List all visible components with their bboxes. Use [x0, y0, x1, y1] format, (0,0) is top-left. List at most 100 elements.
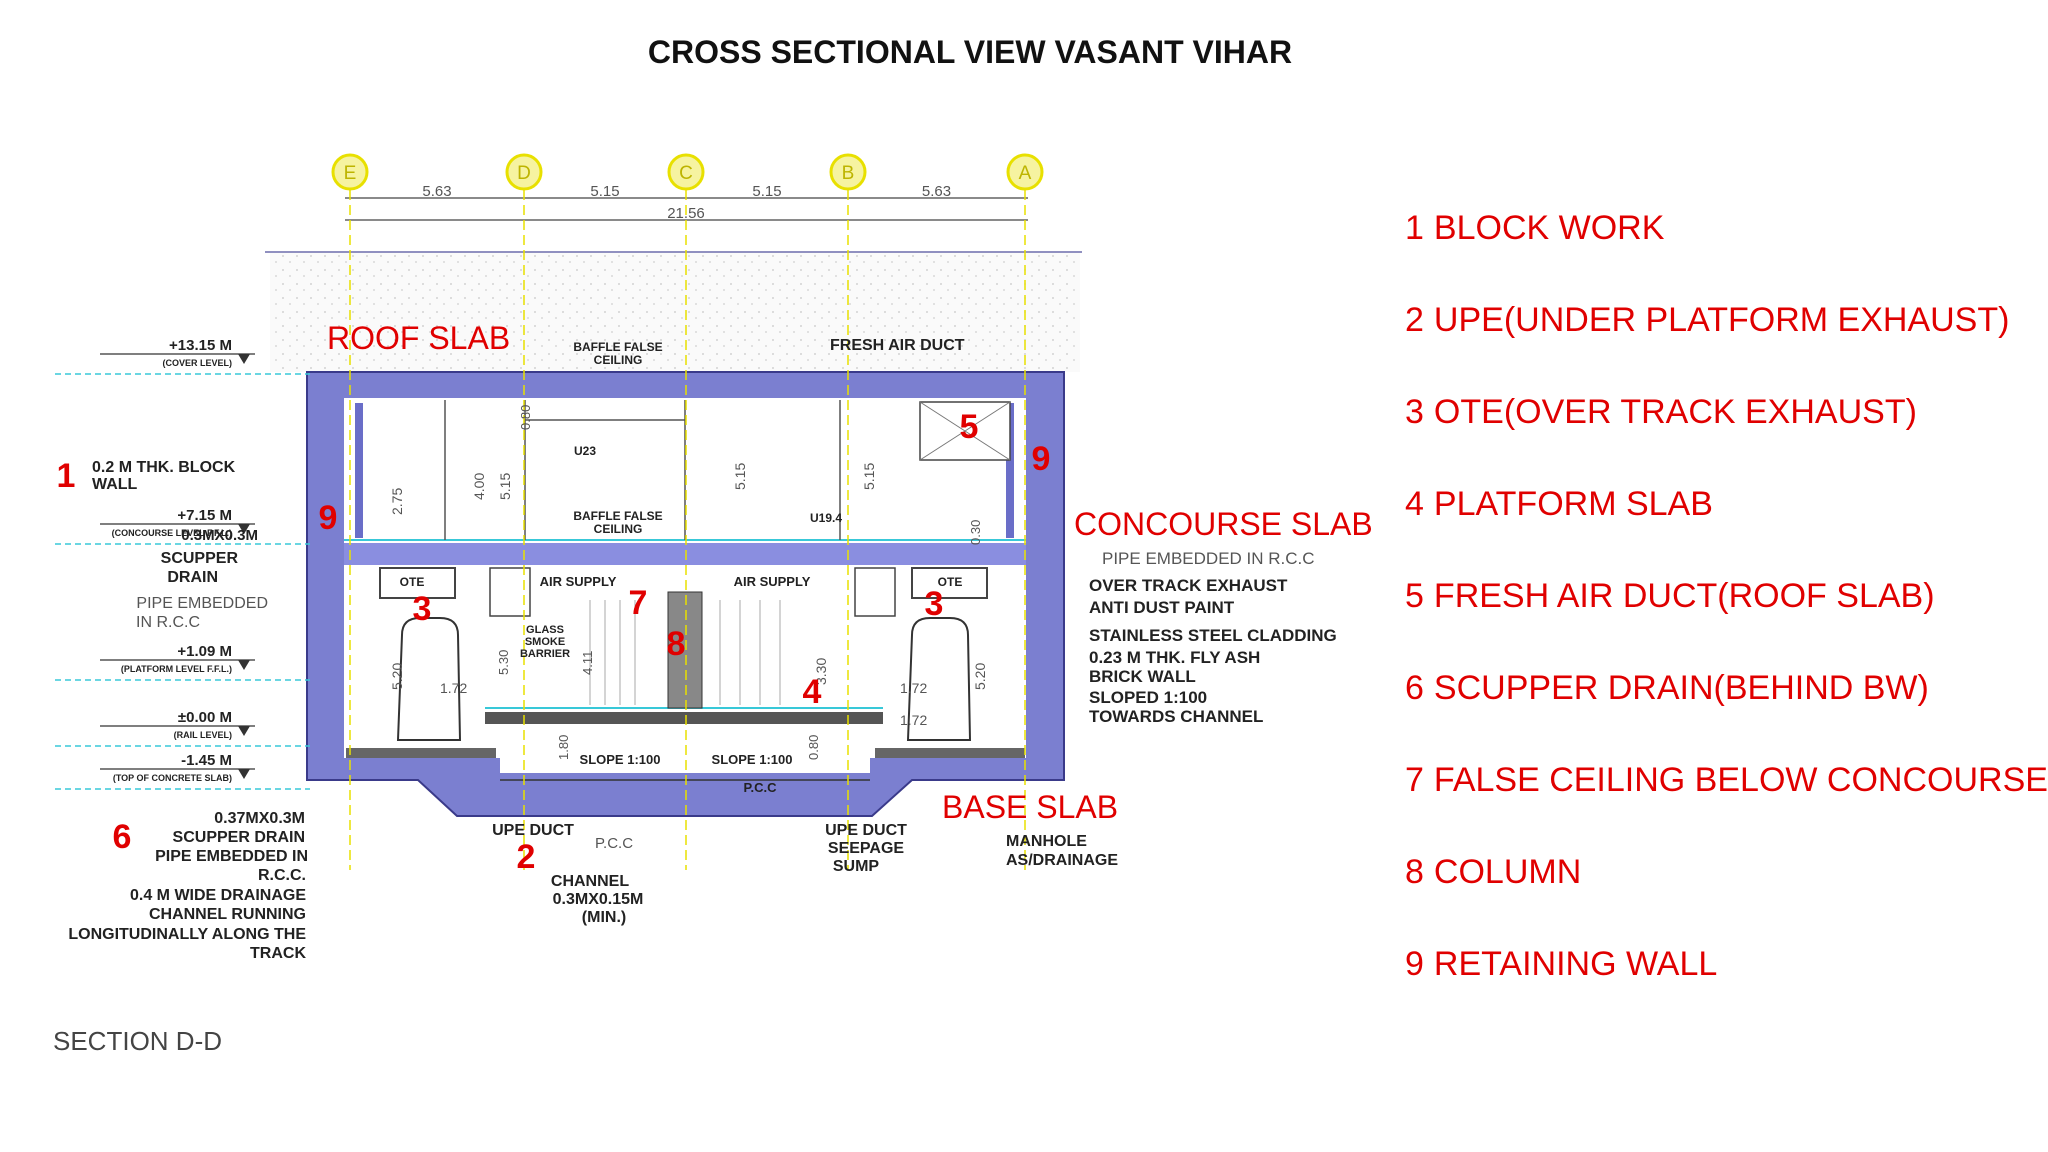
level-value: +13.15 M	[169, 337, 232, 354]
marker-number: 8	[667, 625, 686, 663]
page-title: CROSS SECTIONAL VIEW VASANT VIHAR	[647, 34, 1293, 70]
manhole-1: MANHOLE	[1006, 833, 1087, 850]
level-note: (CONCOURSE LEVEL F.F.L.)	[112, 528, 232, 538]
column	[667, 591, 703, 709]
level-triangle	[238, 660, 250, 670]
channel-2: 0.3MX0.15M	[553, 891, 644, 908]
station-structure	[306, 371, 1065, 817]
manhole-2: AS/DRAINAGE	[1006, 852, 1118, 869]
level-triangle	[238, 769, 250, 779]
dim-0-80: 0.80	[806, 735, 821, 760]
scupper-top-2: SCUPPER	[161, 550, 239, 567]
legend-number: 6	[1405, 669, 1424, 707]
right-note: SLOPED 1:100	[1089, 688, 1207, 707]
roof-slab-label: ROOF SLAB	[327, 320, 510, 356]
ote-box-right	[911, 567, 988, 599]
marker-number: 3	[413, 590, 432, 628]
level-triangle	[238, 726, 250, 736]
legend-text: OTE(OVER TRACK EXHAUST)	[1433, 393, 1917, 431]
channel-3: (MIN.)	[582, 909, 626, 926]
level-value: +7.15 M	[177, 507, 232, 524]
block-wall-2: WALL	[92, 476, 138, 493]
base-slab-label: BASE SLAB	[942, 789, 1118, 825]
ote-right-label: OTE	[938, 575, 963, 589]
legend-text: UPE(UNDER PLATFORM EXHAUST)	[1433, 301, 2010, 339]
legend-number: 7	[1405, 761, 1424, 799]
grid-axis-label: D	[517, 163, 531, 184]
upe-duct-left: UPE DUCT	[492, 822, 574, 839]
drainage-2: CHANNEL RUNNING	[149, 906, 306, 923]
right-note: STAINLESS STEEL CLADDING	[1089, 626, 1337, 645]
grid-axis-label: A	[1019, 163, 1032, 184]
dim-5-30: 5.30	[496, 650, 511, 675]
seepage-1: SEEPAGE	[828, 840, 905, 857]
grid-bubble	[1006, 153, 1044, 191]
baffle-bot-2: CEILING	[594, 522, 643, 536]
grid-span-dim: 5.15	[590, 183, 619, 200]
grid-axis-label: C	[679, 163, 693, 184]
dim-5-15-a: 5.15	[497, 473, 513, 500]
inner-dims: 2.75 4.00 5.15 5.15 5.15 3.30 5.20 5.20 …	[389, 405, 988, 760]
right-note: TOWARDS CHANNEL	[1089, 707, 1263, 726]
marker-number: 5	[960, 408, 979, 446]
pipe-right: PIPE EMBEDDED IN R.C.C	[1102, 549, 1315, 568]
dim-0-30: 0.30	[968, 520, 983, 545]
air-supply-right	[854, 567, 896, 617]
channel-1: CHANNEL	[551, 873, 629, 890]
dim-1-80: 1.80	[556, 735, 571, 760]
baffle-top-1: BAFFLE FALSE	[573, 340, 662, 354]
section-label: SECTION D-D	[53, 1026, 222, 1056]
marker-number: 4	[803, 673, 822, 711]
scupper-bot-4: R.C.C.	[258, 867, 306, 884]
duct-cross-2	[919, 401, 1011, 461]
dim-5-20-b: 5.20	[972, 663, 988, 690]
legend-number: 1	[1405, 209, 1424, 247]
soil-fill	[270, 252, 1080, 372]
dim-5-15-c: 5.15	[861, 463, 877, 490]
u23-label: U23	[574, 444, 596, 458]
marker-number: 6	[113, 818, 132, 856]
left-notes: 0.2 M THK. BLOCK WALL 0.3MX0.3M SCUPPER …	[68, 459, 308, 962]
block-wall-right	[1006, 403, 1014, 538]
stair-lines	[589, 600, 781, 705]
right-note: 0.23 M THK. FLY ASH	[1089, 648, 1260, 667]
level-note: (TOP OF CONCRETE SLAB)	[113, 773, 232, 783]
trackbed-left	[346, 748, 496, 758]
block-wall-left	[355, 403, 363, 538]
legend-number: 9	[1405, 945, 1424, 983]
platform-slab	[485, 712, 883, 724]
ote-left-label: OTE	[400, 575, 425, 589]
legend-number: 4	[1405, 485, 1424, 523]
level-triangle	[238, 524, 250, 534]
pcc-top: P.C.C	[744, 780, 778, 795]
slope-right: SLOPE 1:100	[712, 752, 793, 767]
seepage-2: SUMP	[833, 858, 880, 875]
air-supply-left-label: AIR SUPPLY	[540, 574, 617, 589]
upe-duct-right: UPE DUCT	[825, 822, 907, 839]
scupper-bot-3: PIPE EMBEDDED IN	[155, 848, 308, 865]
legend-number: 2	[1405, 301, 1424, 339]
legend-number: 5	[1405, 577, 1424, 615]
dim-5-20-a: 5.20	[389, 663, 405, 690]
concourse-slab	[344, 543, 1026, 565]
right-notes: PIPE EMBEDDED IN R.C.C OVER TRACK EXHAUS…	[1089, 549, 1337, 726]
pcc-bottom: P.C.C	[595, 835, 633, 852]
glass-3: BARRIER	[520, 648, 570, 660]
drainage-4: TRACK	[250, 945, 306, 962]
legend-text: BLOCK WORK	[1433, 209, 1665, 247]
scupper-bot-2: SCUPPER DRAIN	[173, 829, 305, 846]
grid-span-dim: 5.15	[752, 183, 781, 200]
block-wall-1: 0.2 M THK. BLOCK	[92, 459, 236, 476]
drainage-3: LONGITUDINALLY ALONG THE	[68, 926, 306, 943]
